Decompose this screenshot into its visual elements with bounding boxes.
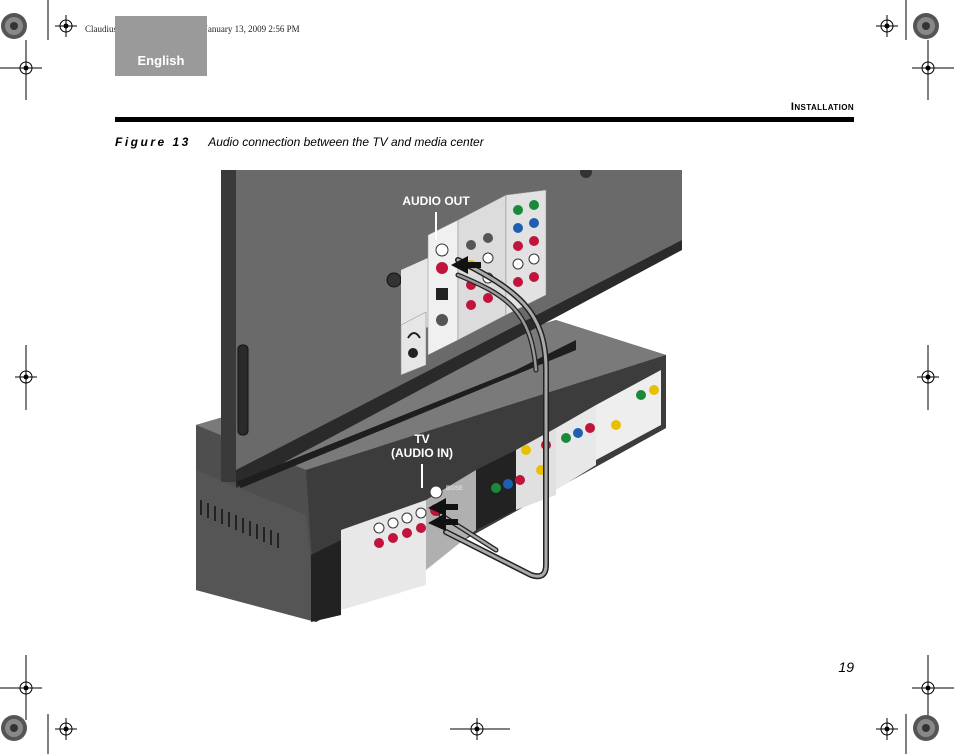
registration-mark-icon — [917, 366, 939, 388]
starburst-mark-icon — [913, 13, 939, 39]
registration-mark-icon — [466, 718, 488, 740]
registration-mark-icon — [917, 677, 939, 699]
figure-caption-text: Audio connection between the TV and medi… — [208, 135, 484, 149]
registration-mark-icon — [876, 718, 898, 740]
headphone-icon — [407, 332, 421, 358]
starburst-mark-icon — [913, 715, 939, 741]
starburst-mark-icon — [1, 13, 27, 39]
figure-label: Figure 13 — [115, 135, 191, 149]
registration-mark-icon — [15, 677, 37, 699]
connection-arrows — [428, 256, 481, 531]
registration-mark-icon — [55, 15, 77, 37]
language-tab-label: English — [137, 53, 185, 68]
registration-mark-icon — [917, 57, 939, 79]
header-rule — [115, 117, 854, 122]
callout-tv-label: TV — [414, 432, 429, 446]
tv-jacks — [435, 200, 540, 326]
registration-mark-icon — [15, 57, 37, 79]
bose-logo: BOSE — [446, 486, 463, 492]
registration-mark-icon — [15, 366, 37, 388]
callout-audio-in-label: (AUDIO IN) — [391, 446, 453, 460]
callout-audio-out-label: AUDIO OUT — [402, 194, 470, 208]
language-tab: English — [115, 16, 207, 76]
television — [221, 170, 682, 488]
registration-mark-icon — [876, 15, 898, 37]
section-title-text: Installation — [790, 101, 854, 113]
page-number: 19 — [838, 659, 854, 675]
callout-tv-audio-in: TV (AUDIO IN) — [391, 432, 453, 488]
callout-audio-out: AUDIO OUT — [402, 194, 470, 240]
starburst-mark-icon — [1, 715, 27, 741]
figure-caption: Figure 13 Audio connection between the T… — [115, 135, 484, 149]
section-title: Installation — [791, 101, 854, 113]
registration-mark-icon — [55, 718, 77, 740]
figure-illustration: BOSE — [196, 170, 682, 622]
